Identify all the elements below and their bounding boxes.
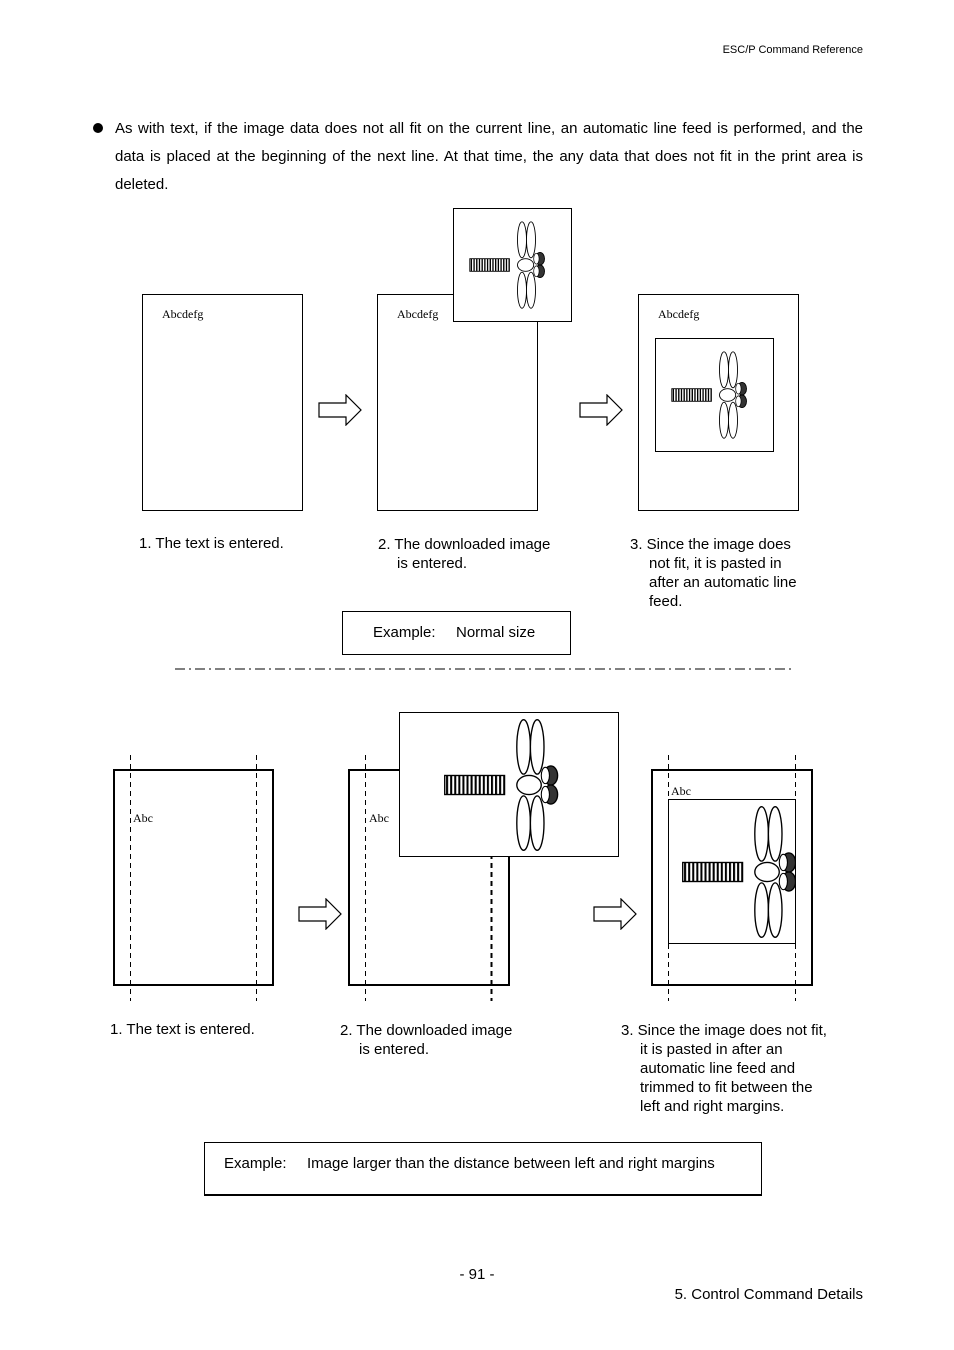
ex1-example-box: Example: Normal size [342, 611, 571, 655]
ex2-example-box: Example: Image larger than the distance … [204, 1142, 762, 1196]
dragonfly-image-trimmed [681, 805, 795, 939]
ex2-page-1: Abc [113, 769, 274, 986]
ex1-downloaded-image [453, 208, 572, 322]
ex2-page-1-margins [130, 755, 257, 1001]
footer-section: 5. Control Command Details [674, 1286, 863, 1303]
ex1-caption-2: 2. The downloaded image is entered. [378, 536, 551, 572]
ex1-arrow-1 [318, 394, 362, 426]
ex1-page-1-text: Abcdefg [162, 307, 204, 321]
page-number: - 91 - [459, 1266, 495, 1283]
ex2-page-3-text: Abc [671, 784, 691, 798]
ex1-example-label: Normal size [456, 624, 536, 641]
ex1-page-3: Abcdefg [638, 294, 799, 511]
ex2-example-label: Image larger than the distance between l… [307, 1155, 715, 1172]
ex1-page-2: Abcdefg [377, 294, 538, 511]
ex1-pasted-image [655, 338, 774, 452]
ex2-caption-3: 3. Since the image does not fit, it is p… [621, 1022, 827, 1115]
ex2-trimmed-image [668, 799, 796, 944]
dragonfly-image [469, 221, 546, 309]
ex1-caption-1: 1. The text is entered. [139, 535, 284, 552]
bullet-point [93, 123, 103, 133]
dragonfly-image [443, 718, 559, 852]
document-header: ESC/P Command Reference [722, 44, 863, 56]
ex2-caption-1: 1. The text is entered. [110, 1021, 255, 1038]
ex2-caption-2: 2. The downloaded image is entered. [340, 1022, 513, 1058]
ex2-page-1-text: Abc [133, 811, 153, 825]
section-separator [175, 668, 793, 670]
ex2-arrow-2 [593, 898, 637, 930]
ex2-arrow-1 [298, 898, 342, 930]
ex1-arrow-2 [579, 394, 623, 426]
ex1-caption-3: 3. Since the image does not fit, it is p… [630, 536, 797, 610]
ex2-page-2-text: Abc [369, 811, 389, 825]
ex1-page-2-text: Abcdefg [397, 307, 439, 321]
bullet-paragraph: As with text, if the image data does not… [115, 120, 863, 193]
ex1-example-prefix: Example: [373, 624, 436, 641]
ex1-page-3-text: Abcdefg [658, 307, 700, 321]
ex2-downloaded-image [399, 712, 619, 857]
ex2-example-prefix: Example: [224, 1155, 287, 1172]
dragonfly-image [671, 351, 748, 439]
ex1-page-1: Abcdefg [142, 294, 303, 511]
